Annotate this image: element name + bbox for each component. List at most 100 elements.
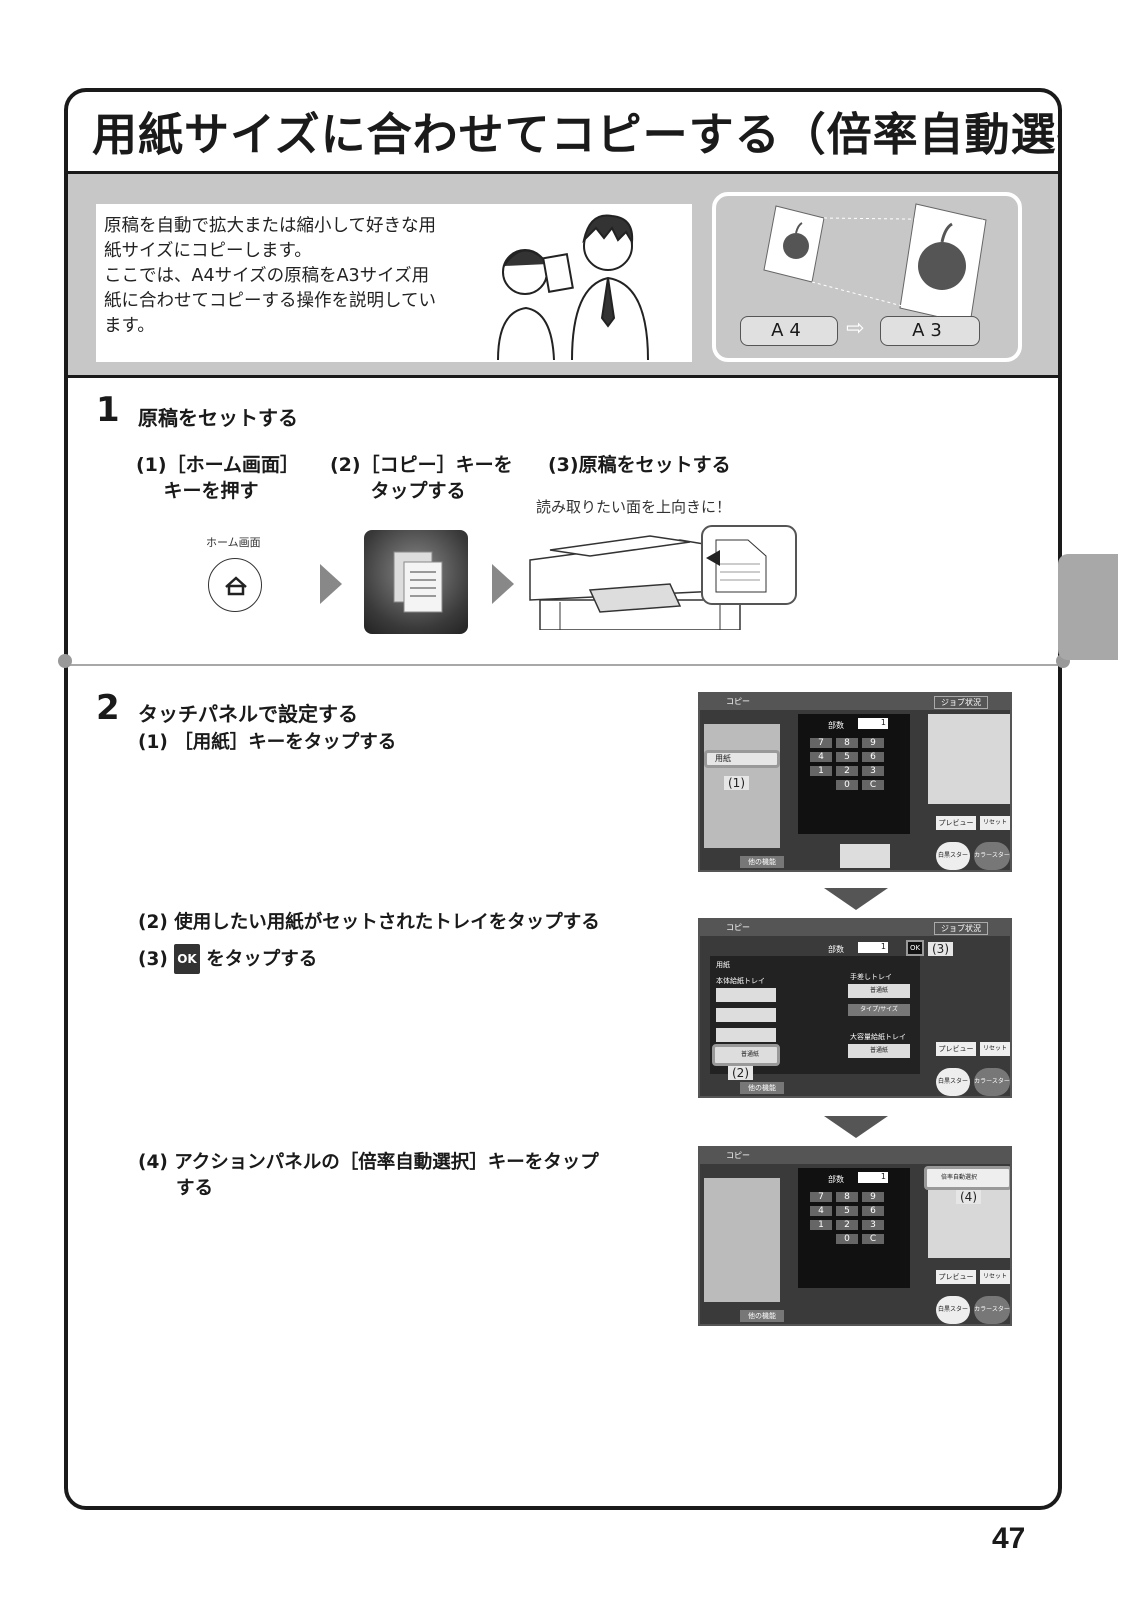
job-status-button[interactable]: ジョブ状況 [934, 696, 988, 709]
color-start-button[interactable]: カラースタート [974, 1068, 1010, 1096]
substep-3: (3)原稿をセットする [548, 454, 731, 476]
selected-tray-button[interactable]: 普通紙 [712, 1044, 780, 1066]
copies-value[interactable]: 1 [858, 718, 888, 729]
intro-line: 紙サイズにコピーします。 [104, 241, 312, 261]
intro-box: 原稿を自動で拡大または縮小して好きな用 紙サイズにコピーします。 ここでは、A4… [96, 204, 692, 362]
key[interactable]: 1 [810, 766, 832, 776]
type-size-button[interactable]: タイプ/サイズ [848, 1004, 910, 1016]
other-functions-button[interactable]: 他の機能 [740, 1310, 784, 1322]
chapter-tab [1058, 554, 1118, 660]
instruction-suffix: をタップする [206, 949, 318, 970]
copier-illustration [529, 525, 797, 630]
arrow-icon [492, 564, 514, 604]
bypass-tray-label: 手差しトレイ [850, 973, 892, 981]
callout-label: (1) [724, 776, 749, 790]
bypass-tray-button[interactable]: 普通紙 [848, 984, 910, 998]
key[interactable]: 9 [862, 738, 884, 748]
arrow-right-icon: ⇨ [846, 316, 865, 341]
paper-key[interactable]: 用紙 [704, 750, 780, 768]
tray-button[interactable] [716, 988, 776, 1002]
touch-panel-screen-1: コピー ジョブ状況 部数 1 7 8 9 4 5 6 1 2 3 0 C 用紙 … [698, 692, 1012, 872]
callout-label: (4) [956, 1190, 981, 1204]
page-frame: 用紙サイズに合わせてコピーする（倍率自動選択） 原稿を自動で拡大または縮小して好… [64, 88, 1062, 1510]
intro-line: ます。 [104, 316, 155, 336]
reset-button[interactable]: リセット [980, 816, 1010, 830]
color-start-button[interactable]: カラースタート [974, 842, 1010, 870]
key[interactable]: 5 [836, 1206, 858, 1216]
to-size-label: A3 [880, 316, 980, 346]
home-button[interactable] [208, 558, 262, 612]
instruction-prefix: (3) [138, 949, 175, 970]
key[interactable]: C [862, 1234, 884, 1244]
bw-start-button[interactable]: 白黒スタート [936, 1296, 970, 1324]
key[interactable]: 8 [836, 1192, 858, 1202]
arrow-icon [320, 564, 342, 604]
paper-illustration [763, 203, 987, 325]
substep-text: (2)［コピー］キーを [330, 454, 513, 476]
keypad: 7 8 9 4 5 6 1 2 3 0 C [810, 738, 884, 790]
key[interactable]: 0 [836, 1234, 858, 1244]
auto-ratio-key[interactable]: 倍率自動選択 [924, 1166, 1010, 1190]
intro-line: 紙に合わせてコピーする操作を説明してい [104, 291, 436, 311]
key[interactable]: 0 [836, 780, 858, 790]
job-status-button[interactable]: ジョブ状況 [934, 922, 988, 935]
key[interactable]: 4 [810, 1206, 832, 1216]
reset-button[interactable]: リセット [980, 1270, 1010, 1284]
page-title: 用紙サイズに合わせてコピーする（倍率自動選択） [92, 108, 1062, 161]
paper-title: 用紙 [716, 961, 730, 969]
substep-text: タップする [370, 480, 466, 502]
other-functions-button[interactable]: 他の機能 [740, 1082, 784, 1094]
key[interactable]: 8 [836, 738, 858, 748]
intro-section: 原稿を自動で拡大または縮小して好きな用 紙サイズにコピーします。 ここでは、A4… [68, 174, 1058, 378]
key[interactable]: 7 [810, 738, 832, 748]
callout-label: (2) [728, 1066, 753, 1080]
copy-app-icon[interactable] [364, 530, 468, 634]
placement-note: 読み取りたい面を上向きに！ [536, 498, 732, 516]
ok-button[interactable]: OK [906, 940, 924, 956]
copies-label: 部数 [828, 1175, 844, 1184]
step-title: 原稿をセットする [138, 406, 298, 430]
instruction-3: (3) OK をタップする [138, 944, 317, 974]
key[interactable]: 3 [862, 1220, 884, 1230]
document-icon [393, 551, 443, 613]
bw-start-button[interactable]: 白黒スタート [936, 842, 970, 870]
step-number: 2 [96, 688, 120, 728]
home-label: ホーム画面 [206, 536, 261, 549]
reset-button[interactable]: リセット [980, 1042, 1010, 1056]
size-illustration: A4 ⇨ A3 [712, 192, 1022, 362]
substep-text: (1)［ホーム画面］ [136, 454, 300, 476]
key[interactable]: 4 [810, 752, 832, 762]
page-number: 47 [992, 1522, 1026, 1555]
app-name: コピー [726, 923, 750, 932]
people-illustration [497, 214, 649, 360]
ok-icon: OK [174, 944, 200, 974]
copies-value[interactable]: 1 [858, 942, 888, 953]
tray-button[interactable] [716, 1028, 776, 1042]
key[interactable]: 5 [836, 752, 858, 762]
lcc-tray-button[interactable]: 普通紙 [848, 1044, 910, 1058]
key[interactable]: 7 [810, 1192, 832, 1202]
preview-button[interactable]: プレビュー [936, 1042, 976, 1056]
key[interactable]: 1 [810, 1220, 832, 1230]
tray-button[interactable] [716, 1008, 776, 1022]
key[interactable]: 2 [836, 766, 858, 776]
other-functions-button[interactable]: 他の機能 [740, 856, 784, 868]
preview-button[interactable]: プレビュー [936, 816, 976, 830]
color-start-button[interactable]: カラースタート [974, 1296, 1010, 1324]
preview-button[interactable]: プレビュー [936, 1270, 976, 1284]
step-title: タッチパネルで設定する [138, 702, 358, 726]
copies-label: 部数 [828, 721, 844, 730]
key[interactable]: 6 [862, 1206, 884, 1216]
substep-2: (2)［コピー］キーを タップする [330, 452, 513, 504]
key[interactable]: 3 [862, 766, 884, 776]
bw-start-button[interactable]: 白黒スタート [936, 1068, 970, 1096]
callout-label: (3) [928, 942, 953, 956]
section-divider [68, 664, 1058, 666]
copies-value[interactable]: 1 [858, 1172, 888, 1183]
key[interactable]: 6 [862, 752, 884, 762]
key[interactable]: 2 [836, 1220, 858, 1230]
key[interactable]: 9 [862, 1192, 884, 1202]
touch-panel-screen-3: コピー 部数 1 7 8 9 4 5 6 1 2 3 0 C 倍率自動選択 (4… [698, 1146, 1012, 1326]
key[interactable]: C [862, 780, 884, 790]
intro-line: 原稿を自動で拡大または縮小して好きな用 [104, 216, 436, 236]
